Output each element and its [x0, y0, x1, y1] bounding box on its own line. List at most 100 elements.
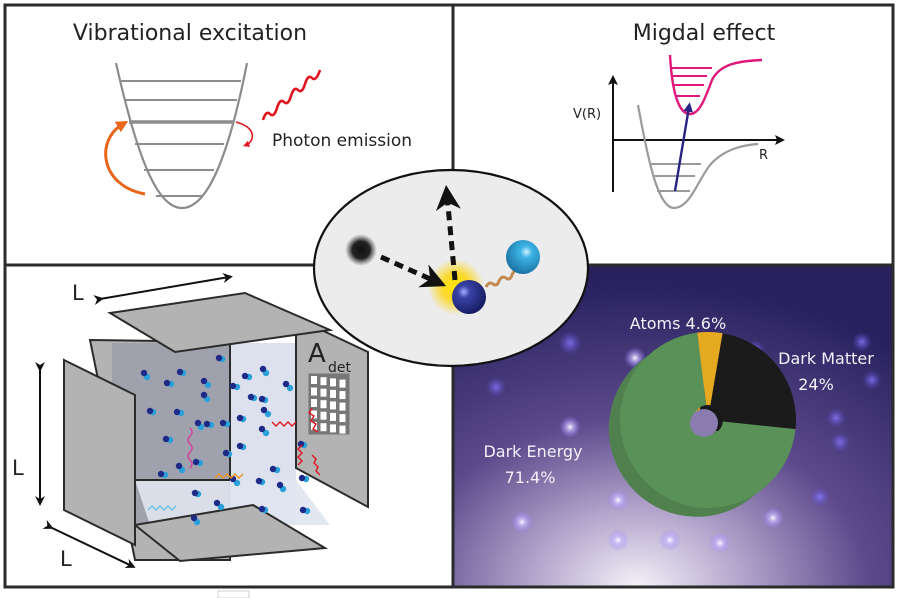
stars: [486, 331, 882, 554]
molecule: [191, 489, 202, 498]
molecule: [175, 462, 186, 474]
detector-cell: [339, 402, 346, 411]
y-axis-label: V(R): [573, 107, 601, 122]
photon-wave-icon: [261, 69, 322, 121]
star: [511, 511, 533, 533]
dimension-label-top: L: [72, 281, 84, 305]
nucleus-atom: [452, 280, 486, 314]
molecule: [140, 369, 151, 381]
molecule: [203, 420, 215, 429]
star: [709, 532, 731, 554]
molecule: [229, 382, 241, 391]
molecule: [282, 380, 294, 392]
vibrational-panel: Vibrational excitation Photon emission: [73, 21, 412, 210]
star: [862, 370, 882, 390]
star: [830, 432, 850, 452]
donut-chart: [608, 332, 796, 517]
star: [607, 489, 629, 511]
detector-cell: [330, 412, 336, 421]
detector-cell: [330, 389, 336, 398]
energy-levels: [121, 80, 241, 197]
molecule: [222, 449, 233, 458]
molecule: [146, 407, 157, 416]
molecule: [162, 435, 174, 444]
ground-levels: [650, 163, 701, 192]
dimension-arrow-top: [93, 273, 233, 305]
dimension-label-bottom: L: [60, 547, 72, 571]
detector-cell: [339, 425, 346, 434]
molecule: [236, 414, 247, 423]
pie-slice-atoms: [697, 332, 723, 406]
area-label: A: [308, 339, 326, 369]
vibrational-title: Vibrational excitation: [73, 21, 307, 46]
dimension-arrow-bottom: [42, 519, 136, 568]
star: [826, 408, 846, 428]
molecule: [200, 377, 212, 389]
detector-panel: A det L L L: [12, 273, 369, 571]
pie-slice-dark-energy: [620, 332, 796, 509]
star: [558, 331, 582, 355]
atom-cloud: [140, 354, 311, 526]
cosmos-panel: Atoms 4.6% Dark Matter 24% Dark Energy 7…: [452, 265, 893, 587]
detector-cell: [320, 388, 327, 397]
donut-hole: [690, 409, 718, 437]
dark-matter-particle: [345, 234, 377, 266]
potential-well: [114, 62, 249, 210]
molecule: [260, 406, 272, 418]
molecule: [258, 425, 270, 437]
detector-cell: [320, 423, 327, 432]
photon-waves: [147, 407, 321, 511]
molecule: [247, 393, 258, 402]
migdal-panel: Migdal effect V(R) R: [573, 21, 785, 210]
molecule: [258, 505, 269, 514]
molecule: [259, 365, 270, 377]
star: [852, 332, 872, 352]
star: [486, 377, 506, 397]
molecule: [215, 354, 226, 363]
detector-cell: [311, 387, 317, 396]
star: [659, 529, 681, 551]
detector-cell: [330, 424, 336, 433]
detector-cell: [320, 400, 327, 409]
excited-levels: [672, 67, 712, 97]
molecule: [176, 368, 187, 377]
molecule: [194, 419, 205, 431]
star: [810, 487, 830, 507]
footer-mark: [217, 590, 250, 598]
ground-state-curve: [636, 104, 759, 210]
detector-cell: [311, 376, 317, 384]
migdal-title: Migdal effect: [633, 21, 776, 46]
molecule: [258, 395, 269, 404]
photon-emission-label: Photon emission: [272, 131, 412, 151]
label-atoms: Atoms 4.6%: [630, 314, 726, 333]
molecule: [299, 506, 311, 515]
star: [607, 529, 629, 551]
partner-atom: [506, 240, 540, 274]
molecule: [241, 372, 253, 381]
detector-cell: [311, 399, 317, 407]
detector-cell: [320, 411, 327, 420]
molecule: [298, 474, 310, 483]
label-dark-matter-name: Dark Matter: [778, 349, 874, 368]
molecule: [163, 379, 175, 388]
star: [559, 416, 581, 438]
detector-cell: [339, 414, 346, 423]
molecule: [200, 391, 211, 403]
area-label-sub: det: [328, 360, 352, 376]
molecular-bond: [484, 266, 519, 288]
molecule: [255, 477, 266, 486]
label-dark-energy-name: Dark Energy: [483, 442, 582, 461]
detector-cell: [311, 410, 317, 419]
star: [762, 507, 784, 529]
excitation-arrow: [104, 121, 146, 196]
detector-cell: [330, 378, 336, 387]
molecule: [190, 514, 201, 526]
molecule: [236, 442, 247, 451]
bottom-plate: [132, 503, 329, 563]
molecule: [192, 458, 204, 467]
label-dark-energy-value: 71.4%: [505, 468, 556, 487]
molecule: [157, 470, 169, 479]
x-axis-label: R: [759, 148, 768, 163]
detector-cell: [339, 391, 346, 400]
